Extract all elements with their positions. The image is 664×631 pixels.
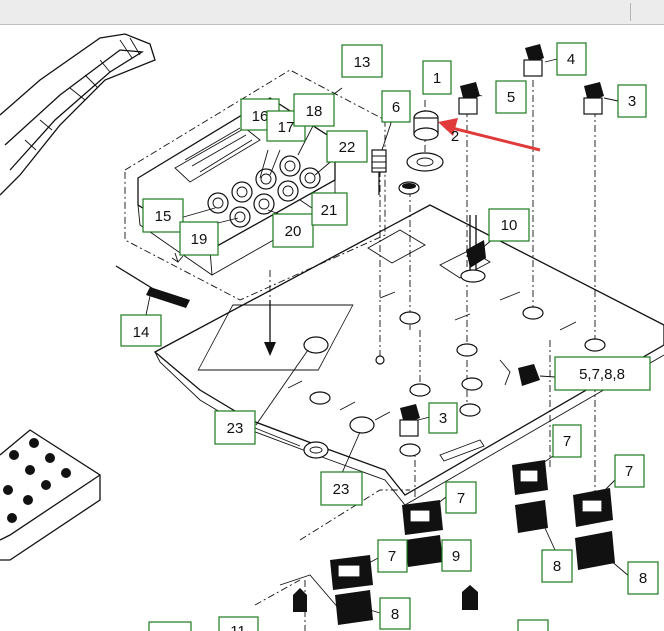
svg-text:15: 15 [155,208,172,225]
callout-13[interactable]: 13 [341,44,383,78]
callout-1[interactable]: 1 [422,60,452,95]
parts-diagram: 1 2 3 3 4 5 5,7,8,8 6 7 7 7 7 8 8 8 9 10… [0,24,664,631]
callout-23a[interactable]: 23 [214,410,256,445]
svg-text:18: 18 [306,103,323,120]
bushing-part [398,181,420,195]
nut-part-23 [303,336,375,459]
svg-text:13: 13 [354,54,371,71]
svg-text:19: 19 [191,231,208,248]
callout-21[interactable]: 21 [311,192,348,226]
knob-part [413,110,439,141]
callout-3-lower[interactable]: 3 [428,402,458,434]
svg-text:22: 22 [339,139,356,156]
svg-text:8: 8 [553,558,561,575]
svg-text:8: 8 [639,570,647,587]
plunger-part [460,215,486,283]
svg-text:7: 7 [388,548,396,565]
callout-5[interactable]: 5 [495,80,527,114]
callout-3-top[interactable]: 3 [617,84,647,118]
callout-8c[interactable]: 8 [379,597,411,630]
svg-text:5,7,8,8: 5,7,8,8 [579,366,625,383]
red-pointer-arrow [438,118,541,152]
callout-4[interactable]: 4 [556,42,587,76]
control-box-buttons [207,155,321,228]
callout-7c[interactable]: 7 [445,481,477,514]
callout-15[interactable]: 15 [142,198,184,233]
svg-text:16: 16 [252,108,269,125]
svg-text:1: 1 [433,70,441,87]
callout-8a[interactable]: 8 [541,549,573,583]
svg-text:23: 23 [227,420,244,437]
callout-9[interactable]: 9 [441,539,472,572]
contact-block-group-right [512,460,615,570]
callout-14[interactable]: 14 [120,314,162,347]
svg-text:7: 7 [563,433,571,450]
svg-text:23: 23 [333,481,350,498]
leader-lines [145,58,631,614]
svg-text:20: 20 [285,223,302,240]
svg-text:8: 8 [391,606,399,623]
callout-7b[interactable]: 7 [614,454,645,488]
washer-part [406,152,444,172]
cable-part [115,265,190,308]
lever-switch-3-top [583,82,604,115]
svg-text:11: 11 [230,623,246,631]
svg-text:5: 5 [507,89,515,106]
callout-5788[interactable]: 5,7,8,8 [554,356,651,391]
callout-20[interactable]: 20 [272,213,314,248]
callout-2[interactable]: 2 [442,123,468,151]
svg-text:6: 6 [392,99,400,116]
screw-part [371,149,387,195]
svg-text:2: 2 [451,128,459,145]
main-panel-plate [153,204,664,506]
control-box-assembly [124,69,386,301]
lever-switch-5 [458,82,480,115]
svg-text:9: 9 [452,548,460,565]
callout-6[interactable]: 6 [381,90,411,123]
contact-block-group-left [330,555,373,625]
svg-text:21: 21 [321,202,338,219]
terminal-block [0,429,101,561]
assembly-guide-lines [254,80,596,631]
callout-19[interactable]: 19 [179,221,219,256]
callout-23b[interactable]: 23 [320,471,363,506]
lever-switch-4 [523,44,544,77]
insert-arrowhead [264,342,276,356]
bottom-parts [279,574,478,612]
lever-switch-3-lower [399,404,420,437]
callout-11[interactable]: 11 [218,616,259,631]
viewer-toolbar [0,0,664,25]
svg-text:10: 10 [501,217,518,234]
svg-text:7: 7 [457,490,465,507]
crane-arm-drawing [0,33,156,196]
contact-block-group-center [402,500,443,567]
svg-text:7: 7 [625,463,633,480]
callout-22[interactable]: 22 [326,130,368,163]
callout-partial-bottom-right [517,619,549,631]
callout-8b[interactable]: 8 [627,561,659,595]
svg-text:17: 17 [278,119,295,136]
lever-switch-5788 [461,364,540,391]
exploded-parts-drawing: 1 2 3 3 4 5 5,7,8,8 6 7 7 7 7 8 8 8 9 10… [0,33,664,631]
svg-text:3: 3 [628,93,636,110]
callout-partial-bottom [148,621,192,631]
svg-text:14: 14 [133,324,150,341]
toolbar-divider [630,3,631,21]
svg-text:3: 3 [439,410,447,427]
callout-18[interactable]: 18 [293,93,335,127]
svg-text:4: 4 [567,51,575,68]
callout-7a[interactable]: 7 [552,424,582,458]
callout-10[interactable]: 10 [488,208,530,242]
callout-7d[interactable]: 7 [377,539,408,573]
